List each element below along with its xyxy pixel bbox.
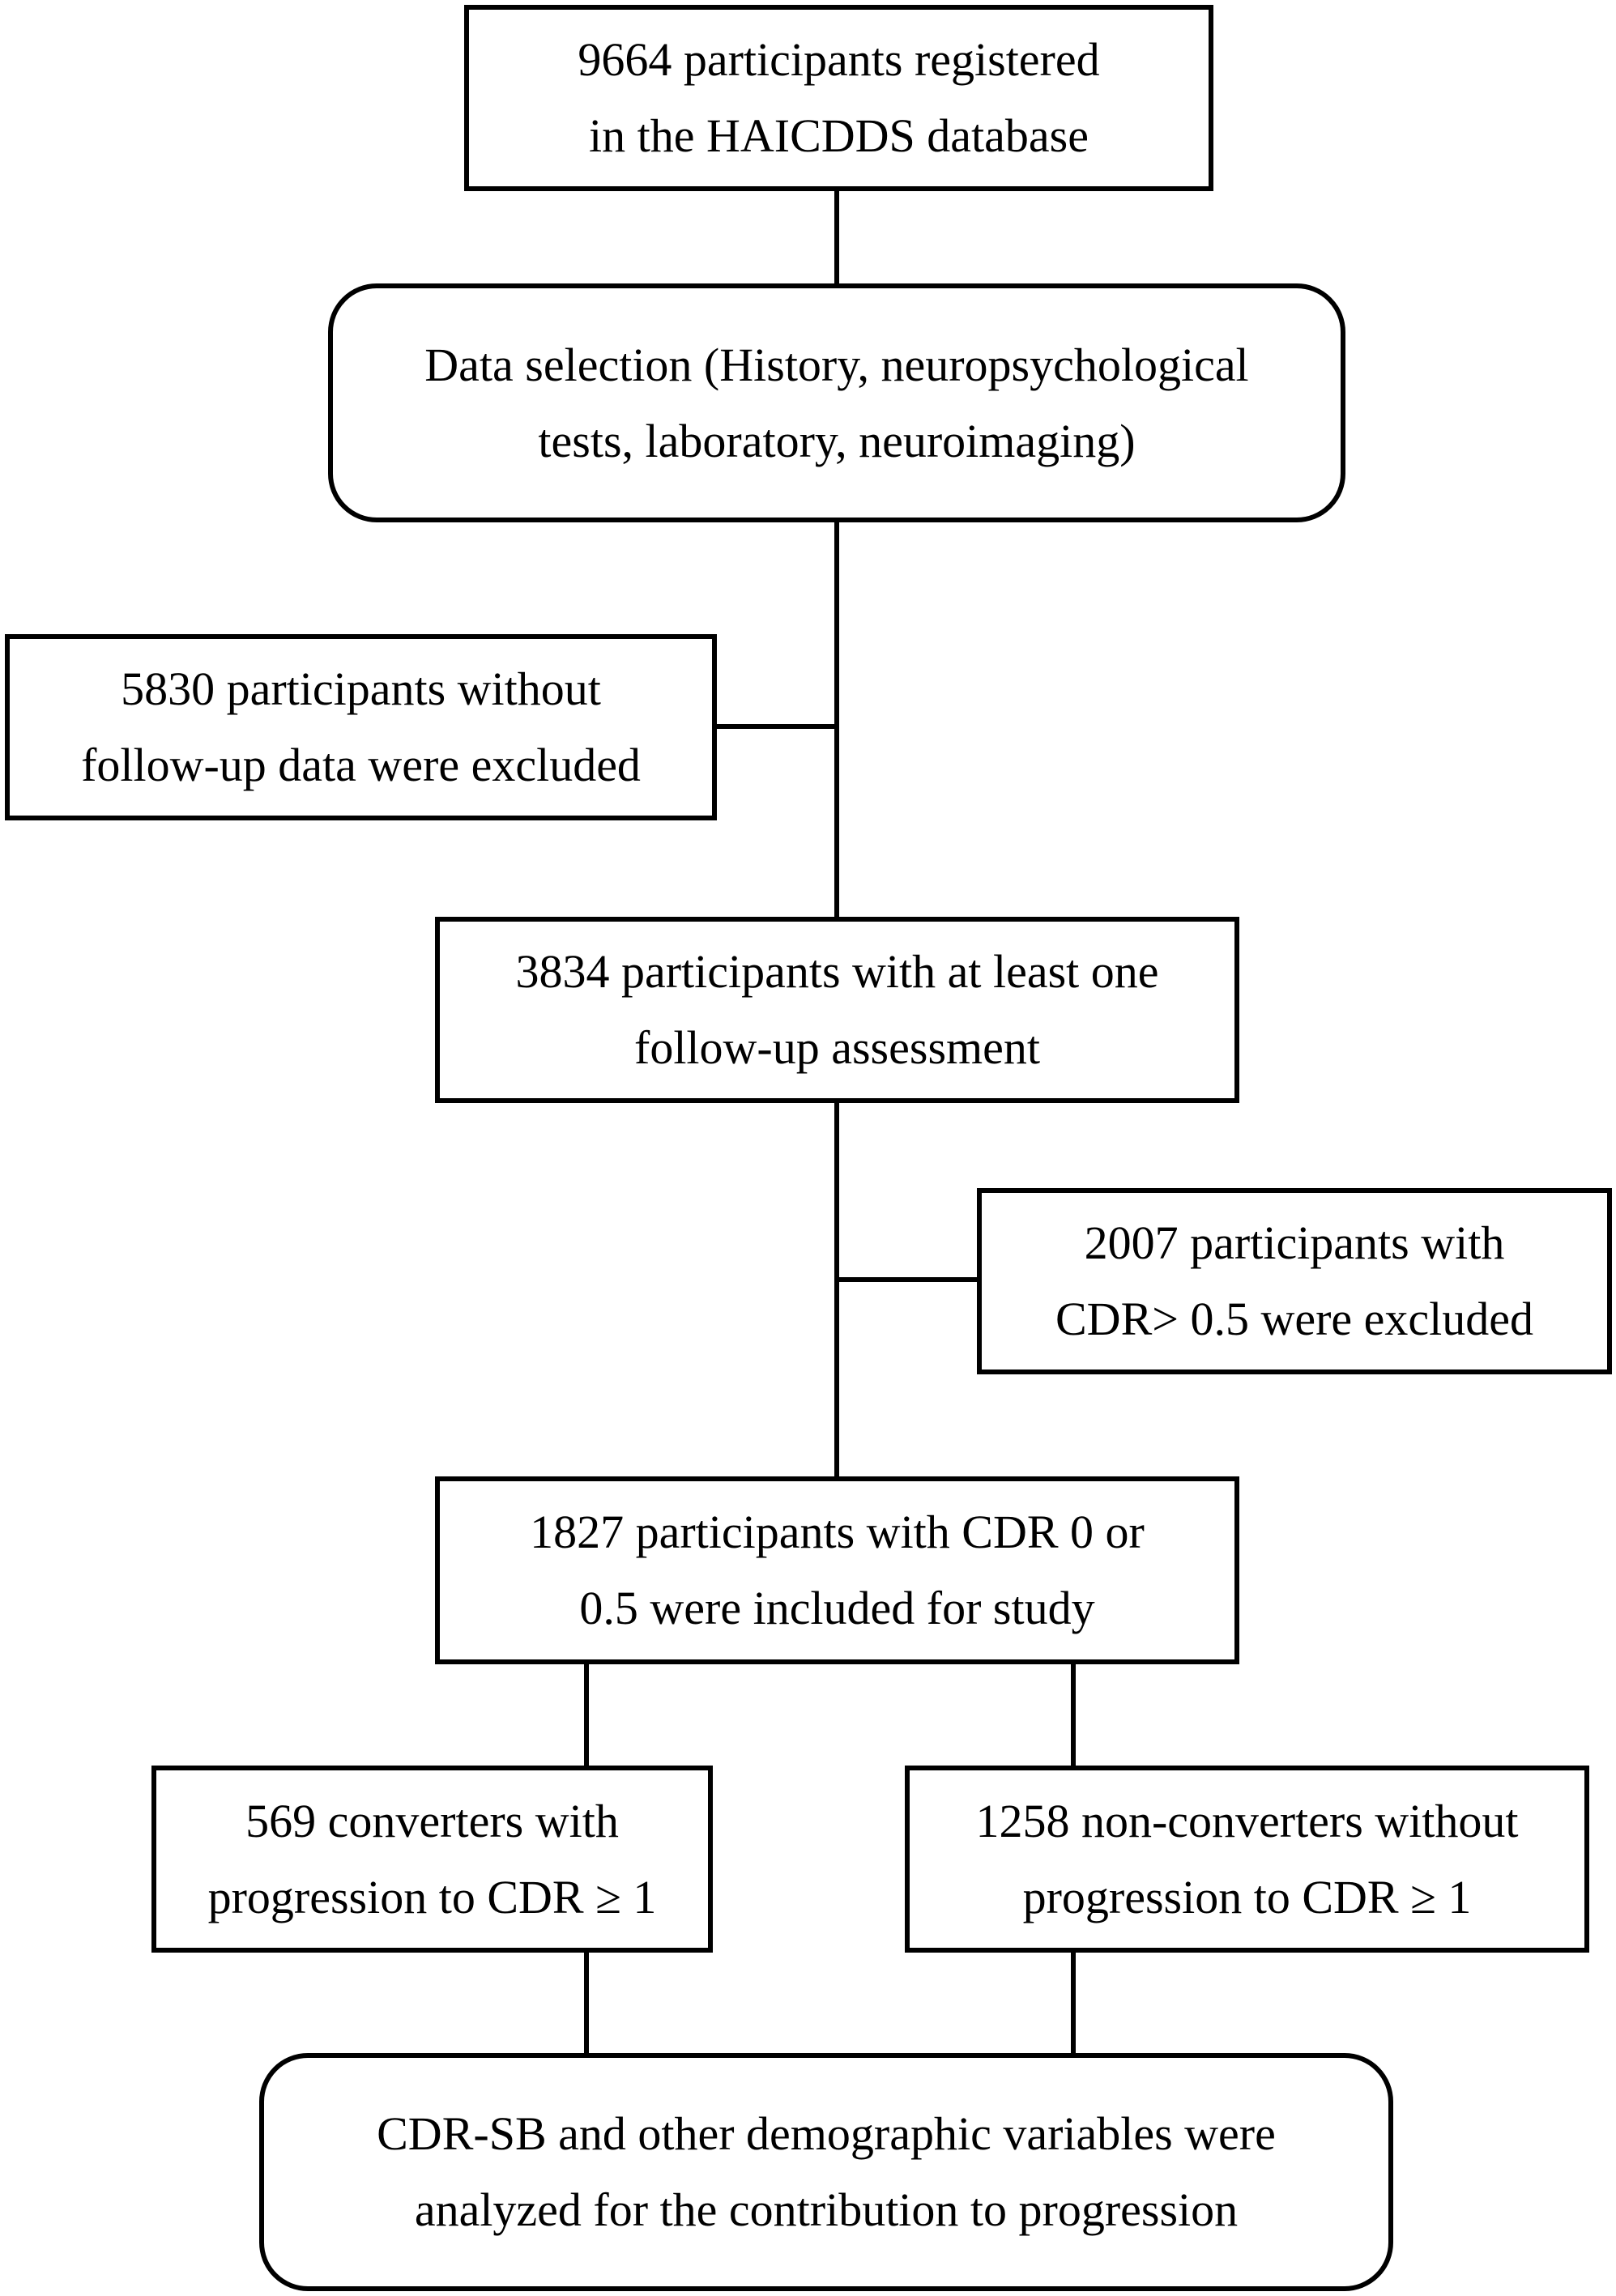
excluded-no-followup-box: 5830 participants without follow-up data…: [5, 634, 717, 820]
box-text-line: 1827 participants with CDR 0 or: [530, 1506, 1145, 1558]
box-text-line: follow-up assessment: [634, 1021, 1040, 1074]
box-text-line: 1258 non-converters without: [975, 1794, 1519, 1847]
box-text-line: CDR> 0.5 were excluded: [1055, 1293, 1533, 1345]
data-selection-box: Data selection (History, neuropsychologi…: [328, 283, 1345, 522]
box-text-line: 9664 participants registered: [578, 33, 1100, 86]
connector-group: [584, 189, 1076, 2053]
box-text-line: follow-up data were excluded: [81, 739, 641, 791]
box-text-line: progression to CDR ≥ 1: [207, 1870, 657, 1923]
box-text-line: analyzed for the contribution to progres…: [414, 2183, 1239, 2236]
analysis-box: CDR-SB and other demographic variables w…: [259, 2053, 1393, 2291]
box-text-line: CDR-SB and other demographic variables w…: [377, 2107, 1276, 2160]
box-text-line: Data selection (History, neuropsychologi…: [424, 338, 1249, 391]
excluded-cdr-box: 2007 participants with CDR> 0.5 were exc…: [977, 1188, 1612, 1374]
registered-participants-box: 9664 participants registered in the HAIC…: [464, 5, 1213, 191]
box-text-line: 0.5 were included for study: [579, 1582, 1095, 1634]
box-text-line: progression to CDR ≥ 1: [1022, 1870, 1472, 1923]
box-text-line: tests, laboratory, neuroimaging): [538, 414, 1136, 467]
box-text-line: in the HAICDDS database: [589, 109, 1089, 162]
box-text-line: 5830 participants without: [121, 662, 601, 715]
box-text-line: 569 converters with: [245, 1794, 619, 1847]
included-study-box: 1827 participants with CDR 0 or 0.5 were…: [435, 1476, 1239, 1664]
converters-box: 569 converters with progression to CDR ≥…: [151, 1766, 713, 1953]
box-text-line: 3834 participants with at least one: [515, 945, 1159, 998]
box-text-line: 2007 participants with: [1084, 1216, 1505, 1269]
with-followup-box: 3834 participants with at least one foll…: [435, 917, 1239, 1103]
non-converters-box: 1258 non-converters without progression …: [905, 1766, 1589, 1953]
